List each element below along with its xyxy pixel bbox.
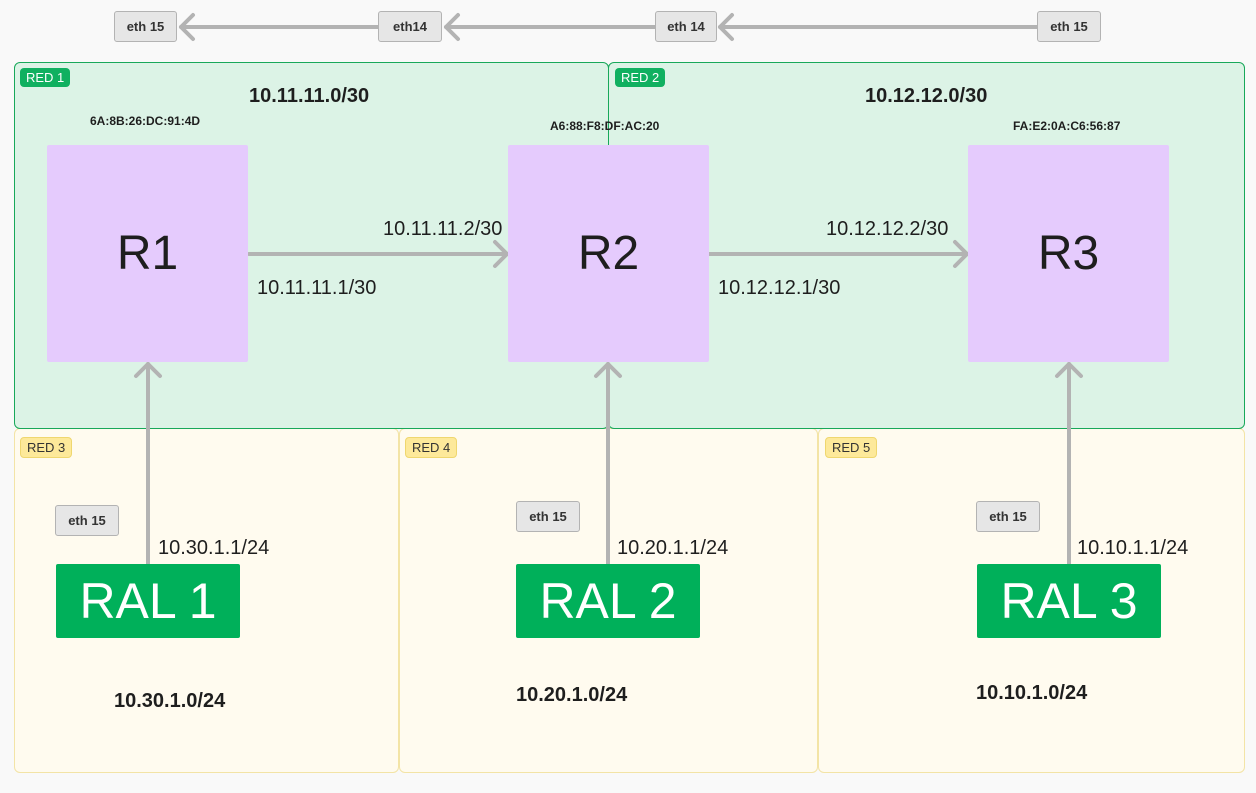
ral2-gateway-ip: 10.20.1.1/24 bbox=[617, 537, 729, 559]
top-chain-arrowhead-1 bbox=[718, 13, 734, 41]
router-r1-mac: 6A:8B:26:DC:91:4D bbox=[90, 114, 201, 128]
zone-red5-tag: RED 5 bbox=[825, 437, 878, 458]
zone-red3-tag: RED 3 bbox=[20, 437, 73, 458]
zone-red4-subnet: 10.20.1.0/24 bbox=[516, 684, 628, 706]
router-r2-mac: A6:88:F8:DF:AC:20 bbox=[550, 119, 660, 133]
top-chain-arrowhead-3 bbox=[179, 13, 195, 41]
ral1-box: RAL 1 bbox=[56, 564, 240, 638]
top-chain-iface-2: eth14 bbox=[378, 11, 442, 42]
top-chain-iface-1: eth 15 bbox=[114, 11, 177, 42]
router-r3: R3 bbox=[968, 145, 1169, 362]
router-r2: R2 bbox=[508, 145, 709, 362]
zone-red1-subnet: 10.11.11.0/30 bbox=[249, 85, 370, 107]
zone-red2-subnet: 10.12.12.0/30 bbox=[865, 85, 988, 107]
zone-red4-tag: RED 4 bbox=[405, 437, 458, 458]
zone-red2-tag: RED 2 bbox=[615, 68, 666, 87]
top-chain-iface-4: eth 15 bbox=[1037, 11, 1101, 42]
router-r1: R1 bbox=[47, 145, 248, 362]
ral2-iface: eth 15 bbox=[516, 501, 580, 532]
link-r2-r3-right-ip: 10.12.12.2/30 bbox=[826, 218, 949, 240]
link-r1-r2-left-ip: 10.11.11.1/30 bbox=[257, 277, 377, 299]
ral3-box: RAL 3 bbox=[977, 564, 1161, 638]
ral2-box: RAL 2 bbox=[516, 564, 700, 638]
ral3-gateway-ip: 10.10.1.1/24 bbox=[1077, 537, 1189, 559]
zone-red3-subnet: 10.30.1.0/24 bbox=[114, 690, 226, 712]
link-r1-r2-right-ip: 10.11.11.2/30 bbox=[383, 218, 503, 240]
ral3-iface: eth 15 bbox=[976, 501, 1040, 532]
ral1-iface: eth 15 bbox=[55, 505, 119, 536]
top-chain-arrowhead-2 bbox=[444, 13, 460, 41]
top-chain-iface-3: eth 14 bbox=[655, 11, 717, 42]
router-r3-mac: FA:E2:0A:C6:56:87 bbox=[1013, 119, 1121, 133]
ral1-gateway-ip: 10.30.1.1/24 bbox=[158, 537, 270, 559]
zone-red1-tag: RED 1 bbox=[20, 68, 71, 87]
zone-red5-subnet: 10.10.1.0/24 bbox=[976, 682, 1088, 704]
link-r2-r3-left-ip: 10.12.12.1/30 bbox=[718, 277, 841, 299]
